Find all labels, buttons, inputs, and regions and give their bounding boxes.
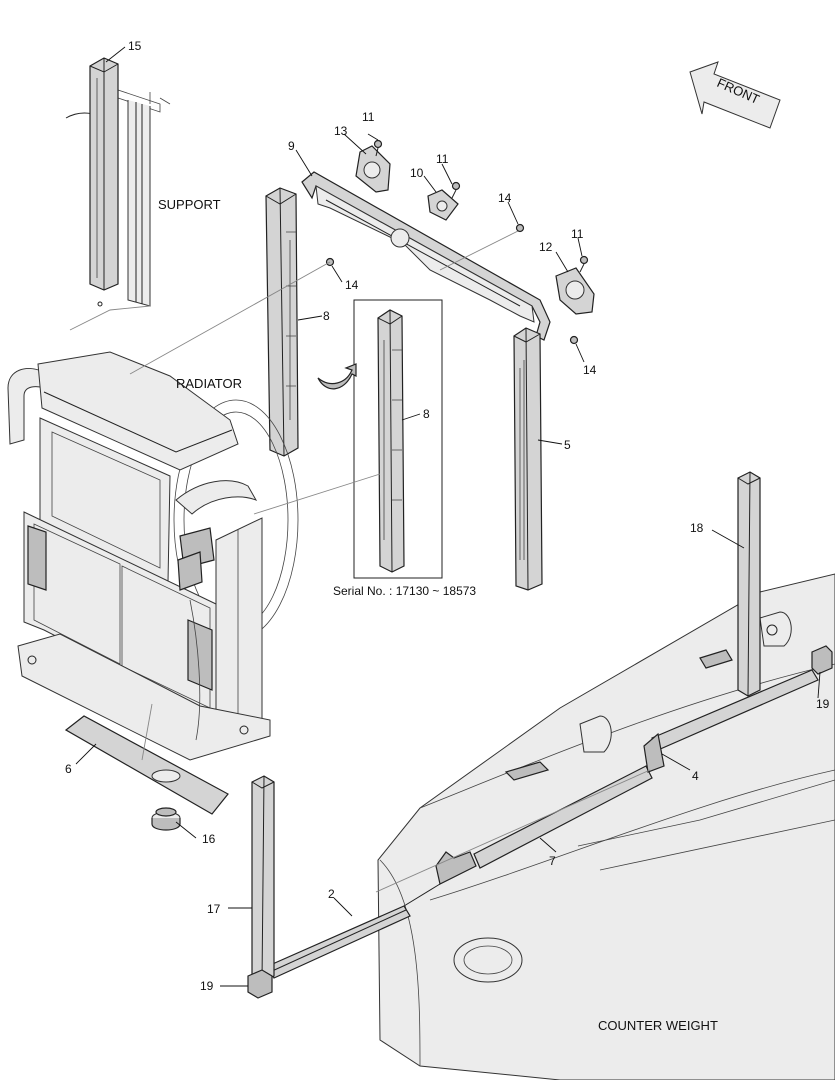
serial-number-label: Serial No. : 17130 ~ 18573	[333, 584, 476, 598]
callout-6: 6	[65, 762, 72, 776]
callout-5: 5	[564, 438, 571, 452]
callout-14-right: 14	[583, 363, 597, 377]
counter-weight: COUNTER WEIGHT	[377, 573, 835, 1080]
support-label: SUPPORT	[158, 197, 221, 212]
part-9-top-frame	[301, 171, 551, 341]
part-17-upright	[251, 775, 275, 983]
part-10-plate	[427, 189, 459, 221]
part-6-plate	[64, 715, 229, 815]
front-arrow: FRONT	[689, 61, 781, 129]
callout-18: 18	[690, 521, 704, 535]
counter-weight-label: COUNTER WEIGHT	[598, 1018, 718, 1033]
part-19-spacer-left	[247, 969, 273, 999]
part-19-spacer-right	[811, 645, 833, 675]
callout-4: 4	[692, 769, 699, 783]
serial-inset: Serial No. : 17130 ~ 18573	[333, 299, 476, 598]
part-7-bar	[403, 765, 653, 907]
callout-11-right: 11	[571, 227, 584, 241]
radiator-label: RADIATOR	[176, 376, 242, 391]
callout-11-mid: 11	[436, 152, 449, 166]
part-12-bracket	[555, 267, 595, 315]
callout-8-left: 8	[323, 309, 330, 323]
callout-19-right: 19	[816, 697, 830, 711]
callout-11-top: 11	[362, 110, 375, 124]
part-16-seal	[151, 807, 181, 831]
part-4-bar	[643, 669, 819, 773]
callout-13: 13	[334, 124, 348, 138]
callout-7: 7	[549, 854, 556, 868]
callout-14-top: 14	[498, 191, 512, 205]
callout-numbers: 15 11 13 9 11 10 14 11 12 14 8 14 8 5 18…	[65, 39, 830, 993]
callout-8-inset: 8	[423, 407, 430, 421]
radiator-assembly: RADIATOR	[7, 351, 299, 761]
part-18-upright	[737, 471, 761, 697]
part-13-bracket	[355, 145, 391, 193]
callout-10: 10	[410, 166, 424, 180]
callout-14-left: 14	[345, 278, 359, 292]
part-5-side-bar	[513, 327, 543, 591]
callout-9: 9	[288, 139, 295, 153]
bolt-set	[325, 139, 589, 345]
part-8-side-bar	[265, 187, 299, 457]
support-assembly: SUPPORT	[65, 57, 221, 331]
detail-arrow	[317, 363, 357, 390]
callout-15: 15	[128, 39, 142, 53]
callout-17: 17	[207, 902, 221, 916]
leader-lines	[75, 46, 821, 987]
callout-2: 2	[328, 887, 335, 901]
callout-19-left: 19	[200, 979, 214, 993]
callout-16: 16	[202, 832, 216, 846]
callout-12: 12	[539, 240, 553, 254]
